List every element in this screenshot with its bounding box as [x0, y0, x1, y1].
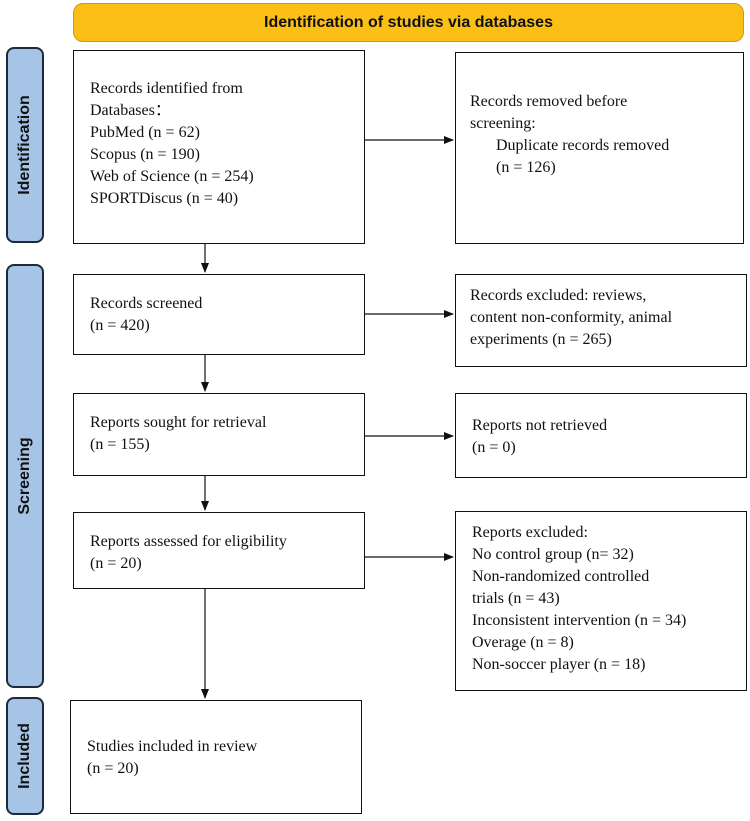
studies-included-box: Studies included in review (n = 20): [70, 700, 362, 814]
box-line: Scopus (n = 190): [90, 146, 200, 163]
box-line: Reports excluded:: [472, 524, 588, 541]
box-line: No control group (n= 32): [472, 546, 634, 563]
box-line: Duplicate records removed: [496, 137, 670, 154]
box-line: (n = 0): [472, 439, 516, 456]
box-line: (n = 420): [90, 317, 150, 334]
box-line: screening:: [470, 115, 536, 132]
records-identified-box: Records identified from Databases： PubMe…: [73, 50, 365, 244]
box-line: PubMed (n = 62): [90, 124, 200, 141]
box-line: Records excluded: reviews,: [470, 287, 647, 304]
box-line: Non-soccer player (n = 18): [472, 656, 646, 673]
box-line: (n = 20): [87, 760, 139, 777]
header-banner: Identification of studies via databases: [73, 3, 744, 42]
box-line: Records identified from: [90, 80, 243, 97]
box-line: Reports not retrieved: [472, 417, 608, 434]
box-line: Studies included in review: [87, 738, 258, 755]
box-line: (n = 126): [496, 159, 556, 176]
box-line: Records screened: [90, 295, 203, 312]
box-line: Reports sought for retrieval: [90, 414, 267, 431]
reports-not-retrieved-box: Reports not retrieved (n = 0): [455, 393, 747, 478]
phase-identification: Identification: [6, 47, 44, 243]
records-removed-box: Records removed before screening: Duplic…: [455, 52, 744, 244]
phase-included: Included: [6, 697, 44, 815]
box-line: Inconsistent intervention (n = 34): [472, 612, 687, 629]
box-line: trials (n = 43): [472, 590, 560, 607]
box-line: SPORTDiscus (n = 40): [90, 190, 239, 207]
box-line: Records removed before: [470, 93, 628, 110]
box-line: Non-randomized controlled: [472, 568, 650, 585]
header-title: Identification of studies via databases: [264, 13, 553, 31]
box-line: (n = 20): [90, 555, 142, 572]
records-excluded-box: Records excluded: reviews, content non-c…: [455, 274, 747, 367]
box-line: Databases：: [90, 102, 171, 119]
box-line: experiments (n = 265): [470, 331, 612, 348]
records-screened-box: Records screened (n = 420): [73, 274, 365, 355]
box-line: content non-conformity, animal: [470, 309, 673, 326]
box-line: Web of Science (n = 254): [90, 168, 254, 185]
box-line: Overage (n = 8): [472, 634, 574, 651]
reports-assessed-box: Reports assessed for eligibility (n = 20…: [73, 512, 365, 589]
phase-screening: Screening: [6, 264, 44, 688]
box-line: (n = 155): [90, 436, 150, 453]
box-line: Reports assessed for eligibility: [90, 533, 287, 550]
reports-excluded-box: Reports excluded: No control group (n= 3…: [455, 511, 747, 691]
reports-sought-box: Reports sought for retrieval (n = 155): [73, 393, 365, 476]
